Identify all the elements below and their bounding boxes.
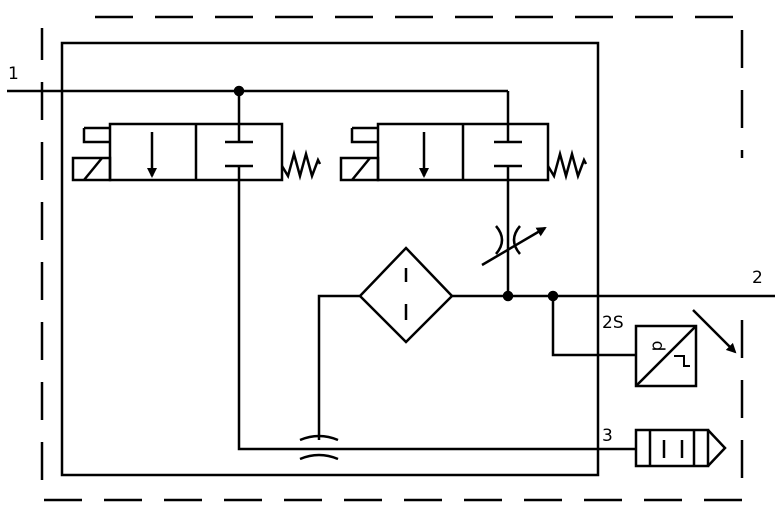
- inner-housing-box: [60, 41, 600, 477]
- filter-drain-line: [317, 294, 360, 440]
- silencer: [634, 428, 727, 468]
- port-2s-label: 2S: [602, 313, 624, 333]
- solenoid-valve-left: [71, 122, 322, 182]
- outlet-line: [452, 290, 775, 302]
- pressure-switch-symbol: p: [647, 341, 667, 352]
- line-crossing: [299, 434, 339, 461]
- exhaust-line: [237, 180, 636, 451]
- port-3-label: 3: [602, 426, 613, 446]
- supply-line: [7, 85, 510, 124]
- outer-dashed-boundary: [40, 15, 744, 502]
- pressure-switch-line: [551, 296, 636, 357]
- port-2-label: 2: [752, 268, 763, 288]
- solenoid-valve-right: [339, 122, 588, 182]
- pressure-switch: [634, 309, 737, 388]
- port-1-label: 1: [8, 64, 19, 84]
- throttle-valve: [481, 225, 547, 267]
- filter: [358, 246, 454, 344]
